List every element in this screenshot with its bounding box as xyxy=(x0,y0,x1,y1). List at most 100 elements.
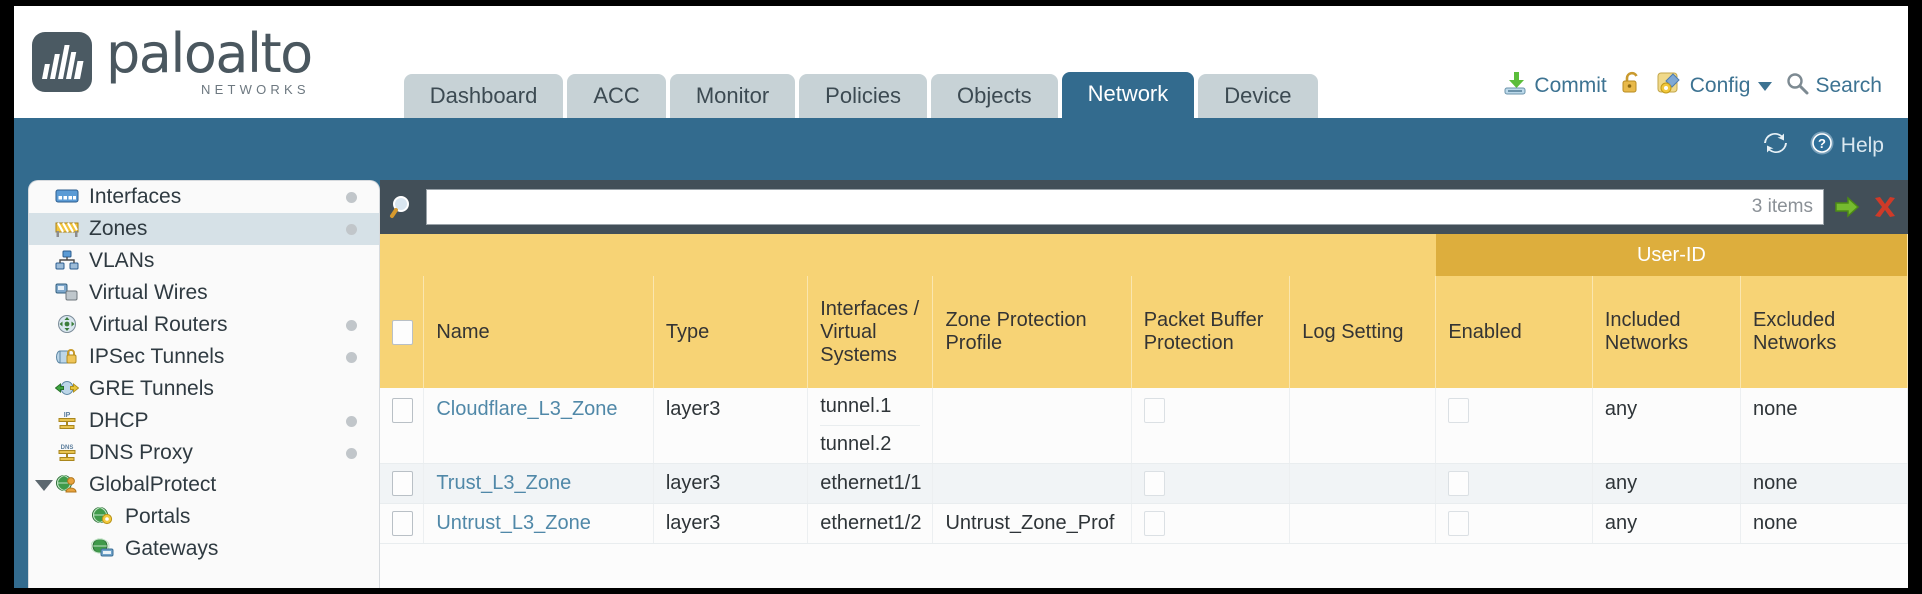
apply-filter-icon[interactable] xyxy=(1832,192,1862,222)
tab-objects[interactable]: Objects xyxy=(930,73,1058,118)
table-row[interactable]: Cloudflare_L3_Zone layer3 tunnel.1 tunne… xyxy=(380,388,1908,464)
svg-text:IP: IP xyxy=(64,412,71,419)
brand-name: paloalto xyxy=(106,22,313,85)
zones-table: User-ID Name Type Interfaces / Virtual S… xyxy=(380,234,1908,544)
top-header: paloalto NETWORKS Dashboard ACC Monitor … xyxy=(14,6,1908,118)
zones-icon xyxy=(55,218,79,240)
sidebar-item-gre-tunnels[interactable]: GRE Tunnels xyxy=(29,373,379,405)
search-label: Search xyxy=(1815,74,1882,97)
gateways-icon xyxy=(90,538,115,560)
cell-userid-enabled xyxy=(1435,463,1593,504)
sidebar-item-zones[interactable]: Zones xyxy=(29,213,379,245)
cell-userid-enabled xyxy=(1435,388,1593,464)
config-menu[interactable]: Config xyxy=(1657,70,1773,102)
sidebar-item-label: DHCP xyxy=(89,409,149,432)
tab-network[interactable]: Network xyxy=(1061,71,1195,118)
column-header-zone-protection-profile[interactable]: Zone Protection Profile xyxy=(932,276,1132,388)
column-header-log-setting[interactable]: Log Setting xyxy=(1289,276,1437,388)
sidebar-item-vlans[interactable]: VLANs xyxy=(29,245,379,277)
refresh-icon[interactable] xyxy=(1762,131,1789,161)
dns-proxy-icon: DNS xyxy=(55,442,79,464)
brand-text: paloalto NETWORKS xyxy=(106,22,313,97)
sidebar-item-ipsec-tunnels[interactable]: IPSec Tunnels xyxy=(29,341,379,373)
vlans-icon xyxy=(55,250,79,272)
cell-interfaces: tunnel.1 tunnel.2 xyxy=(807,388,934,464)
column-header-enabled[interactable]: Enabled xyxy=(1435,276,1593,388)
cell-log-setting xyxy=(1289,388,1437,464)
sidebar-item-dhcp[interactable]: IP DHCP xyxy=(29,405,379,437)
padlock-icon[interactable] xyxy=(1620,70,1644,102)
sidebar-item-label: VLANs xyxy=(89,249,155,272)
column-header-excluded-networks[interactable]: Excluded Networks xyxy=(1740,276,1908,388)
tab-device[interactable]: Device xyxy=(1198,73,1318,118)
commit-icon xyxy=(1502,70,1528,102)
column-header-interfaces[interactable]: Interfaces / Virtual Systems xyxy=(807,276,934,388)
svg-text:?: ? xyxy=(1818,136,1826,151)
column-header-included-networks[interactable]: Included Networks xyxy=(1592,276,1741,388)
userid-enabled-checkbox[interactable] xyxy=(1448,398,1470,423)
userid-enabled-checkbox[interactable] xyxy=(1448,471,1470,496)
tab-monitor[interactable]: Monitor xyxy=(669,73,796,118)
column-header-packet-buffer-protection[interactable]: Packet Buffer Protection xyxy=(1131,276,1291,388)
help-button[interactable]: ? Help xyxy=(1809,130,1884,162)
sidebar-item-interfaces[interactable]: Interfaces xyxy=(29,181,379,213)
sidebar-item-virtual-wires[interactable]: Virtual Wires xyxy=(29,277,379,309)
zone-name-link[interactable]: Untrust_L3_Zone xyxy=(436,512,591,534)
sidebar-item-dns-proxy[interactable]: DNS DNS Proxy xyxy=(29,437,379,469)
packet-buffer-protection-checkbox[interactable] xyxy=(1143,471,1165,496)
row-checkbox[interactable] xyxy=(392,471,413,496)
sidebar-item-globalprotect[interactable]: GlobalProtect xyxy=(29,469,379,501)
column-header-name[interactable]: Name xyxy=(423,276,654,388)
sidebar-item-label: Virtual Routers xyxy=(89,313,228,336)
filter-toolbar: 3 items xyxy=(380,180,1908,234)
tab-policies[interactable]: Policies xyxy=(799,73,927,118)
cell-type: layer3 xyxy=(653,463,809,504)
select-all-checkbox[interactable] xyxy=(392,319,413,345)
sub-header-actions: ? Help xyxy=(1762,130,1884,162)
sidebar-item-label: DNS Proxy xyxy=(89,441,193,464)
chevron-down-icon[interactable] xyxy=(35,479,53,491)
chevron-down-icon xyxy=(1758,81,1773,91)
item-count: 3 items xyxy=(1751,196,1813,217)
cell-name: Trust_L3_Zone xyxy=(423,463,654,504)
virtual-wires-icon xyxy=(55,282,79,304)
table-row[interactable]: Trust_L3_Zone layer3 ethernet1/1 xyxy=(380,463,1908,504)
row-checkbox[interactable] xyxy=(392,398,413,423)
row-checkbox[interactable] xyxy=(392,511,413,536)
packet-buffer-protection-checkbox[interactable] xyxy=(1143,511,1165,536)
magnifier-icon[interactable] xyxy=(388,192,418,222)
search-button[interactable]: Search xyxy=(1785,71,1882,101)
zone-name-link[interactable]: Cloudflare_L3_Zone xyxy=(436,398,618,420)
sidebar-item-portals[interactable]: Portals xyxy=(29,501,379,533)
tab-acc[interactable]: ACC xyxy=(567,73,666,118)
tab-dashboard[interactable]: Dashboard xyxy=(403,73,564,118)
table-row[interactable]: Untrust_L3_Zone layer3 ethernet1/2 Untru… xyxy=(380,503,1908,544)
userid-enabled-checkbox[interactable] xyxy=(1448,511,1470,536)
clear-filter-icon[interactable] xyxy=(1870,192,1900,222)
packet-buffer-protection-checkbox[interactable] xyxy=(1143,398,1165,423)
select-all-header xyxy=(380,276,425,388)
gre-tunnels-icon xyxy=(54,378,80,400)
search-input[interactable]: 3 items xyxy=(426,189,1824,225)
cell-type: layer3 xyxy=(653,503,809,544)
globalprotect-icon xyxy=(55,474,79,496)
commit-button[interactable]: Commit xyxy=(1502,70,1607,102)
cell-included-networks: any xyxy=(1592,463,1741,504)
cell-packet-buffer-protection xyxy=(1131,503,1291,544)
cell-zone-protection-profile xyxy=(932,388,1132,464)
cell-type: layer3 xyxy=(653,388,809,464)
interface-item: tunnel.1 xyxy=(820,388,921,426)
cell-included-networks: any xyxy=(1592,503,1741,544)
sidebar-item-gateways[interactable]: Gateways xyxy=(29,533,379,565)
table-group-header-row: User-ID xyxy=(380,234,1908,276)
cell-name: Untrust_L3_Zone xyxy=(423,503,654,544)
sidebar-item-label: Interfaces xyxy=(89,185,182,208)
sidebar-item-label: GRE Tunnels xyxy=(89,377,214,400)
config-label: Config xyxy=(1689,74,1751,97)
sidebar-item-virtual-routers[interactable]: Virtual Routers xyxy=(29,309,379,341)
zone-name-link[interactable]: Trust_L3_Zone xyxy=(436,472,572,494)
status-dot xyxy=(346,351,357,363)
sidebar-navigation: Interfaces Zones VLANs Vir xyxy=(28,180,380,588)
help-icon: ? xyxy=(1809,130,1835,162)
column-header-type[interactable]: Type xyxy=(653,276,809,388)
